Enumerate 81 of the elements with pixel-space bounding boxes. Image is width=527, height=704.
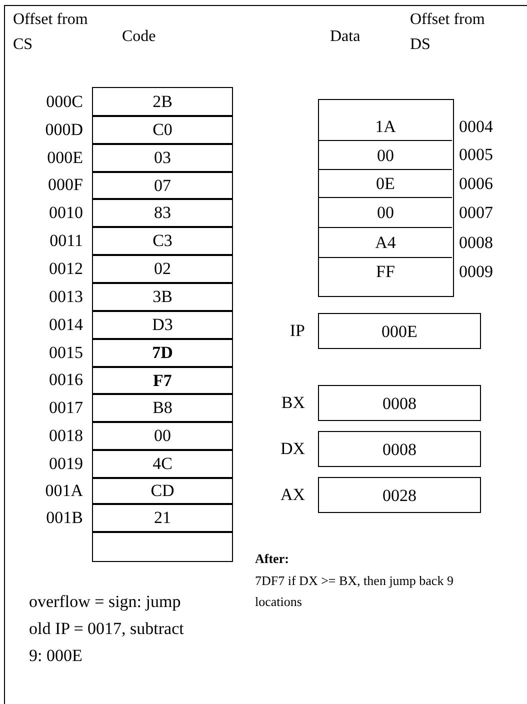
- cell-value: 03: [154, 149, 171, 166]
- cell-value: 4C: [152, 455, 172, 472]
- memory-cell: [92, 531, 233, 562]
- cell-value: FF: [376, 263, 395, 280]
- note-text: 7DF7 if DX >= BX, then jump back 9 locations: [255, 572, 454, 611]
- register-name: IP: [290, 322, 305, 339]
- register-name: DX: [280, 440, 305, 457]
- address-label: 0004: [459, 116, 494, 137]
- address-label: 000F: [48, 176, 83, 194]
- column-heading: Data: [330, 27, 362, 47]
- cell-value: 02: [154, 260, 171, 278]
- cell-value: 07: [154, 176, 171, 194]
- memory-cell: [92, 254, 233, 284]
- address-label: 0017: [49, 398, 83, 416]
- memory-cell: [92, 143, 233, 172]
- note-text: overflow = sign: jump old IP = 0017, subtract 9: 000E: [29, 591, 185, 668]
- address-label: 001B: [46, 508, 83, 526]
- address-label: 0010: [49, 204, 83, 221]
- column-heading: Offset from CS: [13, 10, 89, 55]
- memory-cell: [92, 449, 233, 478]
- note-text: After:: [255, 550, 290, 568]
- cell-value: 00: [377, 204, 394, 221]
- address-label: 0018: [49, 426, 83, 444]
- memory-cell: [92, 421, 233, 450]
- cell-value: F7: [153, 372, 172, 389]
- memory-cell: [92, 87, 233, 116]
- memory-cell: [92, 310, 233, 340]
- cell-value: 21: [154, 509, 171, 526]
- address-label: 001A: [45, 482, 83, 499]
- address-label: 000E: [47, 148, 83, 166]
- address-label: 0019: [49, 454, 83, 472]
- memory-cell: [92, 393, 233, 422]
- register-box: [318, 431, 481, 467]
- address-label: 000D: [45, 120, 83, 138]
- address-label: 0015: [49, 344, 83, 361]
- memory-cell: [92, 366, 233, 394]
- column-heading: Offset from DS: [410, 10, 486, 55]
- register-box: [318, 477, 481, 513]
- cell-value: D3: [152, 316, 173, 334]
- address-label: 0012: [49, 260, 83, 277]
- cell-value: 00: [377, 146, 394, 164]
- cell-value: 0028: [382, 486, 416, 504]
- cell-value: CD: [150, 482, 174, 500]
- memory-cell: [92, 477, 233, 504]
- memory-cell: [92, 226, 233, 256]
- column-heading: Code: [122, 27, 157, 47]
- memory-cell: [92, 115, 233, 144]
- address-label: 0008: [459, 232, 494, 253]
- memory-cell: [92, 338, 233, 368]
- address-label: 0014: [49, 316, 83, 333]
- memory-cell: [92, 198, 233, 228]
- memory-cell: [92, 171, 233, 200]
- cell-value: 1A: [375, 118, 396, 134]
- cell-value: B8: [152, 399, 172, 416]
- register-name: AX: [280, 486, 305, 503]
- register-box: [318, 385, 481, 421]
- cell-value: 00: [154, 427, 171, 444]
- cell-value: 0008: [382, 440, 416, 458]
- cell-value: C3: [152, 232, 172, 250]
- address-label: 000C: [46, 92, 83, 110]
- address-label: 0013: [49, 288, 83, 305]
- cell-value: 2B: [152, 93, 172, 110]
- cell-value: 83: [154, 204, 171, 222]
- cell-value: 000E: [382, 322, 418, 340]
- register-name: BX: [281, 394, 305, 411]
- address-label: 0011: [50, 232, 83, 249]
- cell-value: 0008: [382, 394, 416, 412]
- memory-cell: [92, 503, 233, 532]
- cell-value: C0: [152, 121, 172, 138]
- cell-value: 3B: [152, 288, 172, 306]
- cell-value: A4: [375, 234, 396, 251]
- memory-cell: [92, 282, 233, 312]
- address-label: 0016: [49, 371, 83, 388]
- address-label: 0007: [459, 202, 494, 223]
- cell-value: 7D: [152, 344, 173, 362]
- cell-value: 0E: [376, 175, 395, 192]
- register-box: [318, 313, 481, 349]
- address-label: 0006: [459, 174, 494, 194]
- address-label: 0005: [459, 145, 494, 166]
- memory-column: [318, 99, 454, 297]
- address-label: 0009: [459, 262, 494, 282]
